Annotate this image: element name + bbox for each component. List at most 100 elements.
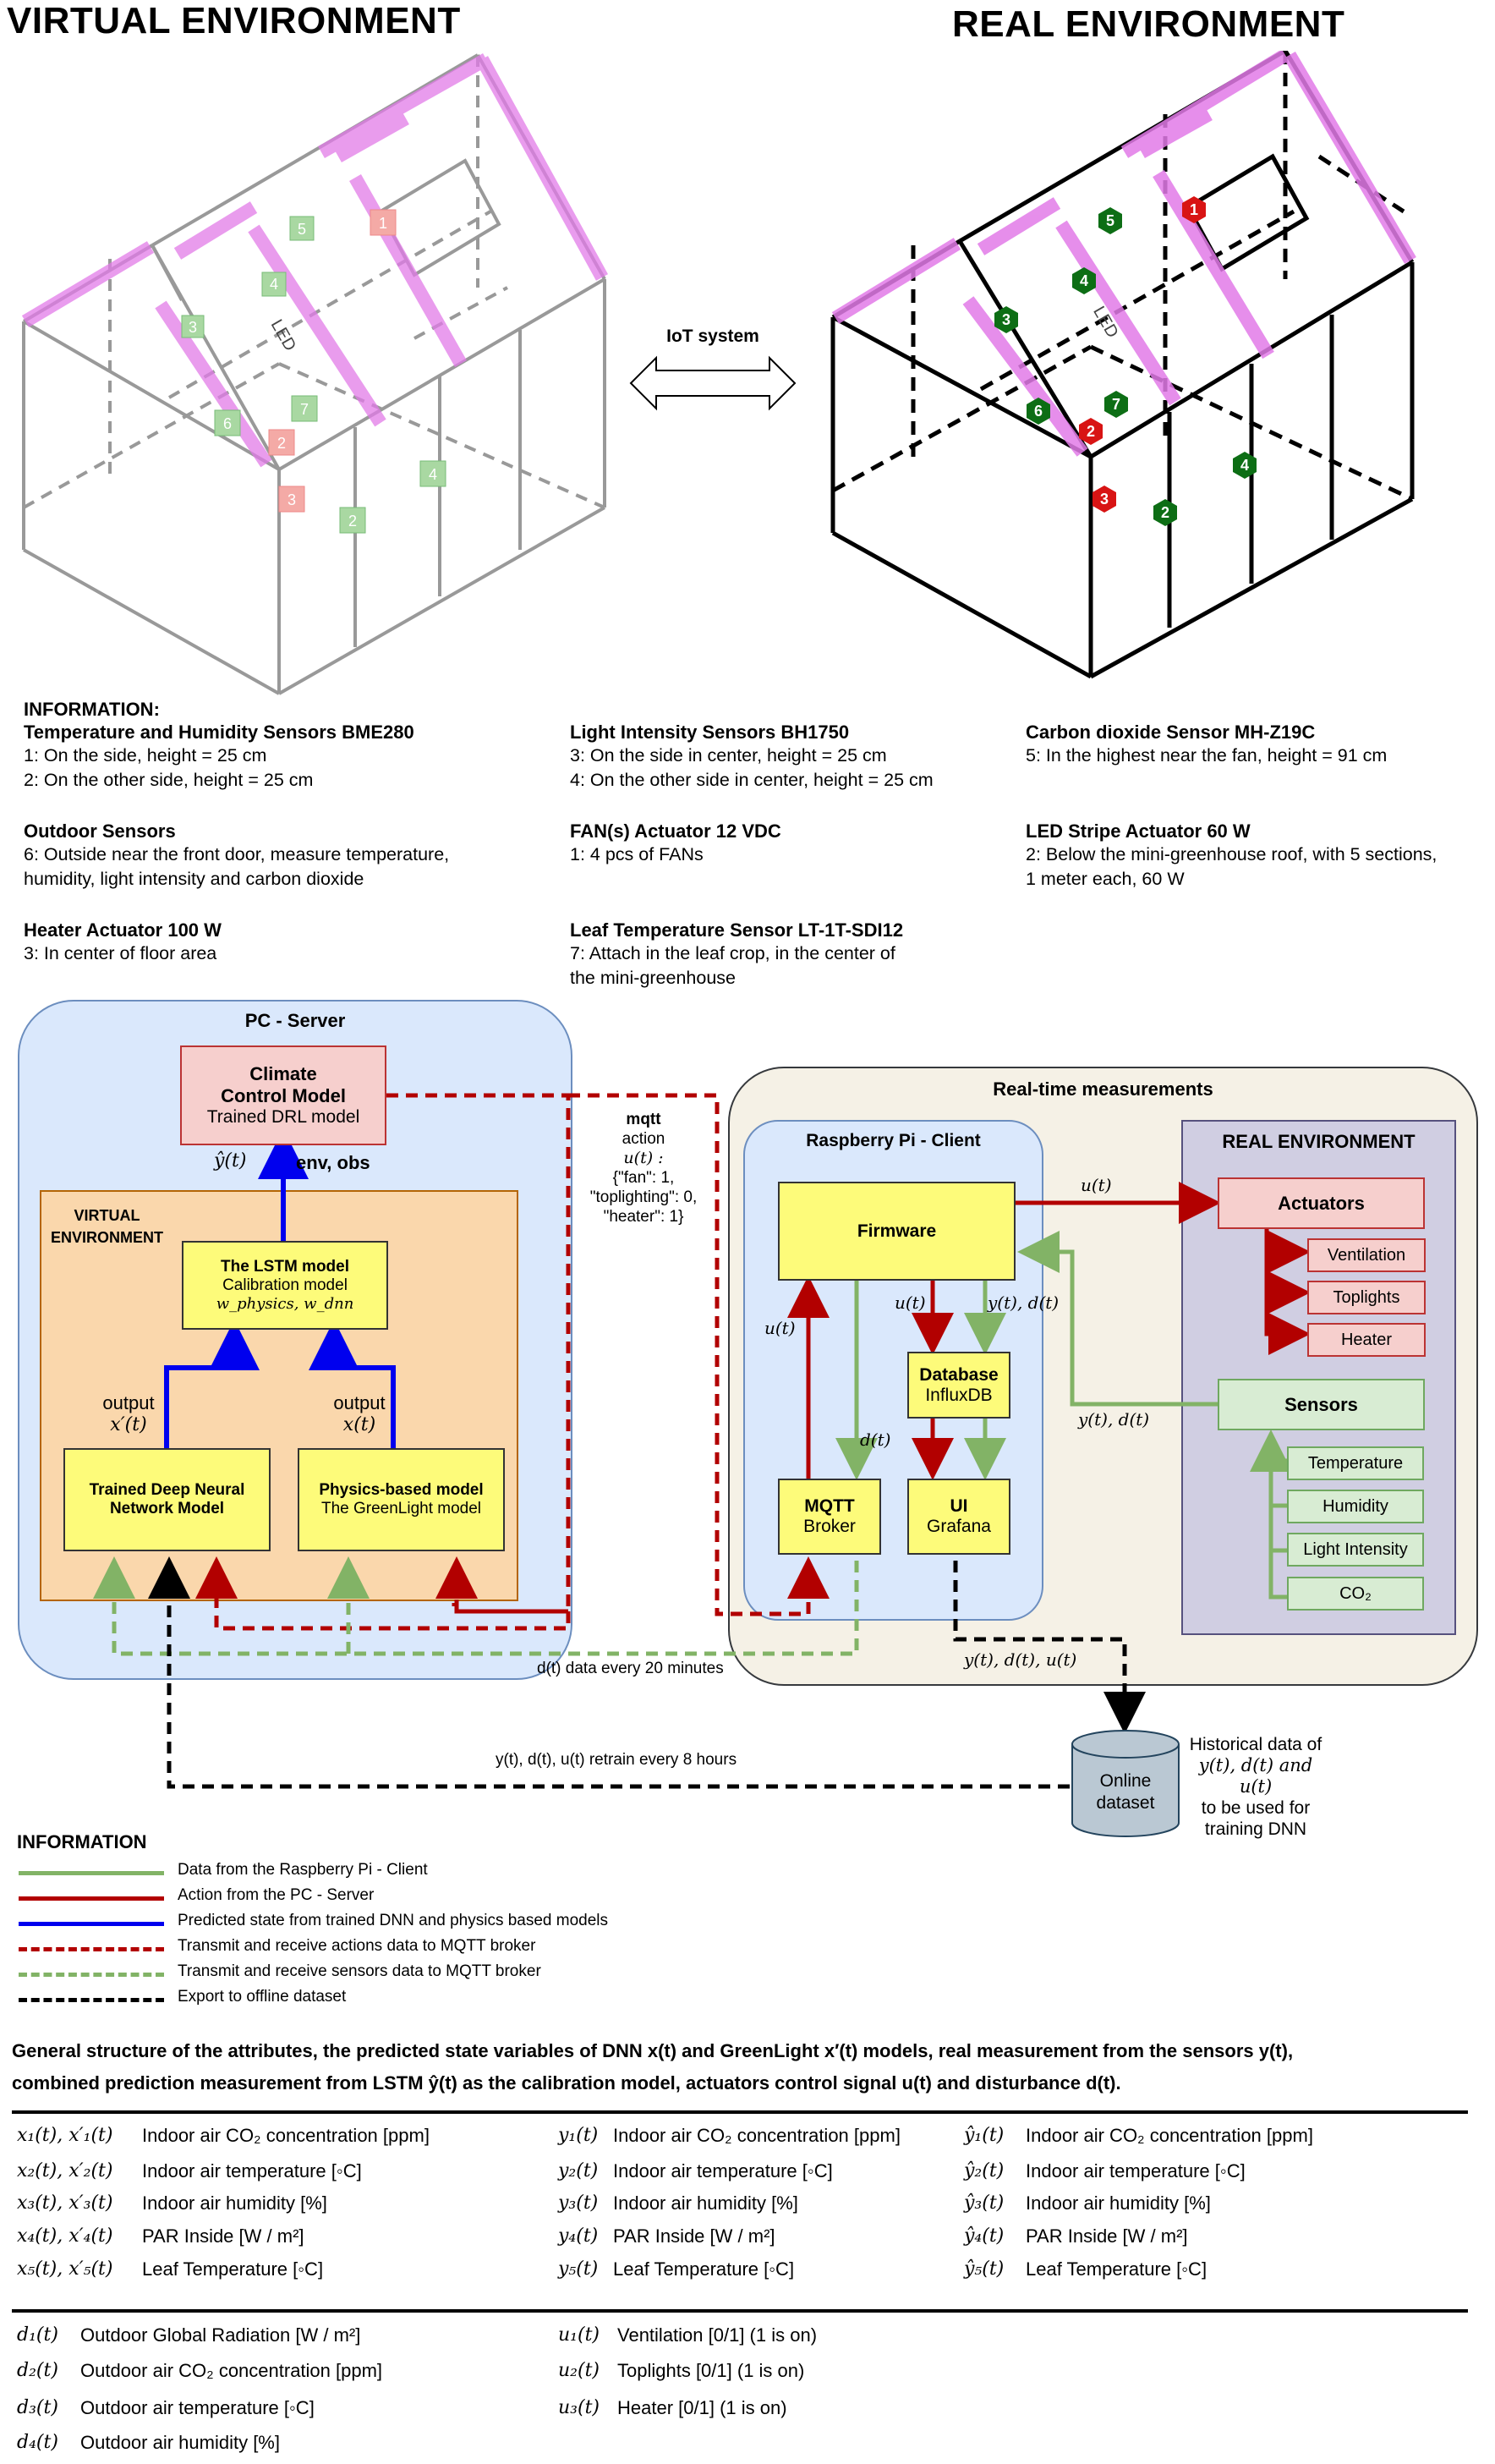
lstm-model: The LSTM model Calibration model w_physi…: [182, 1241, 388, 1330]
table-description: PAR Inside [W / m²]: [613, 2225, 775, 2247]
svg-text:7: 7: [300, 401, 309, 418]
svg-text:4: 4: [1080, 272, 1088, 289]
iot-label: IoT system: [666, 327, 759, 346]
table-symbol: u₃(t): [558, 2397, 600, 2418]
info-title: FAN(s) Actuator 12 VDC: [570, 820, 781, 842]
mqtt-message: mqtt action u(t) : {"fan": 1, "toplighti…: [580, 1110, 707, 1227]
info-line: humidity, light intensity and carbon dio…: [24, 869, 364, 889]
table-description: Indoor air CO₂ concentration [ppm]: [142, 2125, 430, 2146]
virtual-env-label: VIRTUAL ENVIRONMENT: [51, 1205, 163, 1248]
marker-v4a: 4: [261, 272, 287, 297]
table-description: Indoor air humidity [%]: [613, 2192, 798, 2214]
legend-text: Transmit and receive sensors data to MQT…: [178, 1962, 541, 1980]
label-yd-sensors: y(t), d(t): [1078, 1409, 1150, 1430]
svg-text:6: 6: [1034, 403, 1043, 420]
table-symbol: ŷ₄(t): [964, 2225, 1005, 2247]
svg-text:5: 5: [1106, 212, 1114, 229]
yhat-label: ŷ(t): [214, 1150, 247, 1172]
climate-sub: Trained DRL model: [206, 1107, 360, 1127]
marker-r2: 2: [1153, 499, 1177, 526]
sensor-light: Light Intensity: [1287, 1533, 1424, 1567]
mqtt-msg-l1: {"fan": 1,: [612, 1169, 675, 1187]
output-right: output x(t): [326, 1392, 393, 1435]
info-block-bh1750: Light Intensity Sensors BH1750 3: On the…: [570, 722, 934, 793]
online-dataset-cylinder: [1071, 1730, 1180, 1837]
table-description: Indoor air temperature [◦C]: [142, 2160, 362, 2181]
label-retrain: y(t), d(t), u(t) retrain every 8 hours: [496, 1751, 737, 1769]
real-heading: REAL ENVIRONMENT: [952, 3, 1345, 45]
svg-text:2: 2: [348, 513, 357, 530]
marker-r6: 6: [1027, 398, 1050, 425]
table-symbol: ŷ₁(t): [964, 2125, 1005, 2146]
table-description: Ventilation [0/1] (1 is on): [617, 2324, 818, 2346]
rpi-title: Raspberry Pi - Client: [806, 1131, 981, 1150]
table-symbol: y₄(t): [558, 2225, 599, 2247]
table-description: Heater [0/1] (1 is on): [617, 2397, 787, 2418]
table-symbol: d₁(t): [17, 2324, 58, 2346]
table-symbol: y₂(t): [558, 2160, 599, 2181]
caption: General structure of the attributes, the…: [12, 2035, 1483, 2099]
output-left: output x′(t): [95, 1392, 162, 1435]
legend-line: [19, 1973, 164, 1977]
caption-l1: General structure of the attributes, the…: [12, 2040, 1294, 2061]
marker-v7: 7: [291, 395, 318, 422]
svg-text:3: 3: [1002, 311, 1010, 328]
table-symbol: d₄(t): [17, 2432, 58, 2453]
hist-l3: to be used for: [1201, 1798, 1311, 1818]
realtime-title: Real-time measurements: [993, 1078, 1213, 1100]
sensors-box: Sensors: [1218, 1379, 1425, 1430]
table-symbol: ŷ₃(t): [964, 2192, 1005, 2214]
xt-label: x(t): [342, 1414, 376, 1435]
firmware-box: Firmware: [778, 1182, 1016, 1281]
table-description: Indoor air humidity [%]: [142, 2192, 327, 2214]
table-symbol: x₄(t), x′₄(t): [17, 2225, 113, 2247]
historical-note: Historical data of y(t), d(t) and u(t) t…: [1184, 1734, 1328, 1840]
hist-l4: training DNN: [1204, 1819, 1307, 1839]
info-block-led: LED Stripe Actuator 60 W 2: Below the mi…: [1026, 820, 1437, 892]
actuators-box: Actuators: [1218, 1177, 1425, 1229]
mqtt-broker-title: MQTT: [804, 1496, 855, 1516]
marker-r4: 4: [1233, 452, 1257, 479]
info-block-outdoor: Outdoor Sensors 6: Outside near the fron…: [24, 820, 449, 892]
marker-r1: 1: [1182, 196, 1206, 223]
info-block-leaf: Leaf Temperature Sensor LT-1T-SDI12 7: A…: [570, 919, 903, 991]
legend-item: Predicted state from trained DNN and phy…: [17, 1912, 862, 1935]
label-ut-db: u(t): [895, 1292, 926, 1313]
table-description: Leaf Temperature [◦C]: [613, 2258, 795, 2280]
virtual-heading: VIRTUAL ENVIRONMENT: [7, 0, 461, 41]
table-description: Indoor air temperature [◦C]: [613, 2160, 833, 2181]
svg-text:2: 2: [1087, 423, 1095, 440]
table-symbol: y₅(t): [558, 2258, 599, 2280]
info-title: Outdoor Sensors: [24, 820, 176, 842]
physics-l2: The GreenLight model: [320, 1500, 482, 1517]
table-description: Outdoor air CO₂ concentration [ppm]: [80, 2360, 383, 2381]
legend-text: Export to offline dataset: [178, 1988, 347, 2006]
greenhouse-drawings: LED 1 5 3 4 7 6 2 3 2 4 IoT system: [21, 51, 1416, 695]
lstm-weights: w_physics, w_dnn: [216, 1295, 354, 1313]
info-line: 1: On the side, height = 25 cm: [24, 745, 267, 766]
table-symbol: d₂(t): [17, 2360, 58, 2381]
info-line: 6: Outside near the front door, measure …: [24, 844, 450, 864]
svg-text:3: 3: [1100, 491, 1109, 508]
marker-v2: 2: [339, 507, 366, 534]
table-symbol: x₁(t), x′₁(t): [17, 2125, 113, 2146]
db-sub: InfluxDB: [925, 1385, 993, 1405]
real-env-title: REAL ENVIRONMENT: [1222, 1131, 1416, 1152]
table-symbol: y₃(t): [558, 2192, 599, 2214]
info-line: 3: In center of floor area: [24, 943, 217, 963]
table-symbol: u₂(t): [558, 2360, 600, 2381]
svg-text:4: 4: [429, 466, 437, 483]
real-greenhouse: [830, 51, 1415, 679]
info-header: INFORMATION:: [24, 699, 160, 720]
marker-v3: 3: [278, 486, 305, 513]
label-yd-db: y(t), d(t): [988, 1292, 1060, 1313]
legend-item: Action from the PC - Server: [17, 1886, 862, 1910]
physics-model: Physics-based model The GreenLight model: [298, 1448, 505, 1551]
marker-v5: 5: [289, 216, 315, 241]
mqtt-msg-u: u(t) :: [623, 1149, 664, 1167]
legend-item: Transmit and receive actions data to MQT…: [17, 1937, 862, 1961]
env-obs-label: env, obs: [296, 1152, 370, 1173]
table-rule-top: [12, 2110, 1468, 2114]
table-rule-mid: [12, 2309, 1468, 2313]
actuator-toplights: Toplights: [1307, 1281, 1426, 1314]
